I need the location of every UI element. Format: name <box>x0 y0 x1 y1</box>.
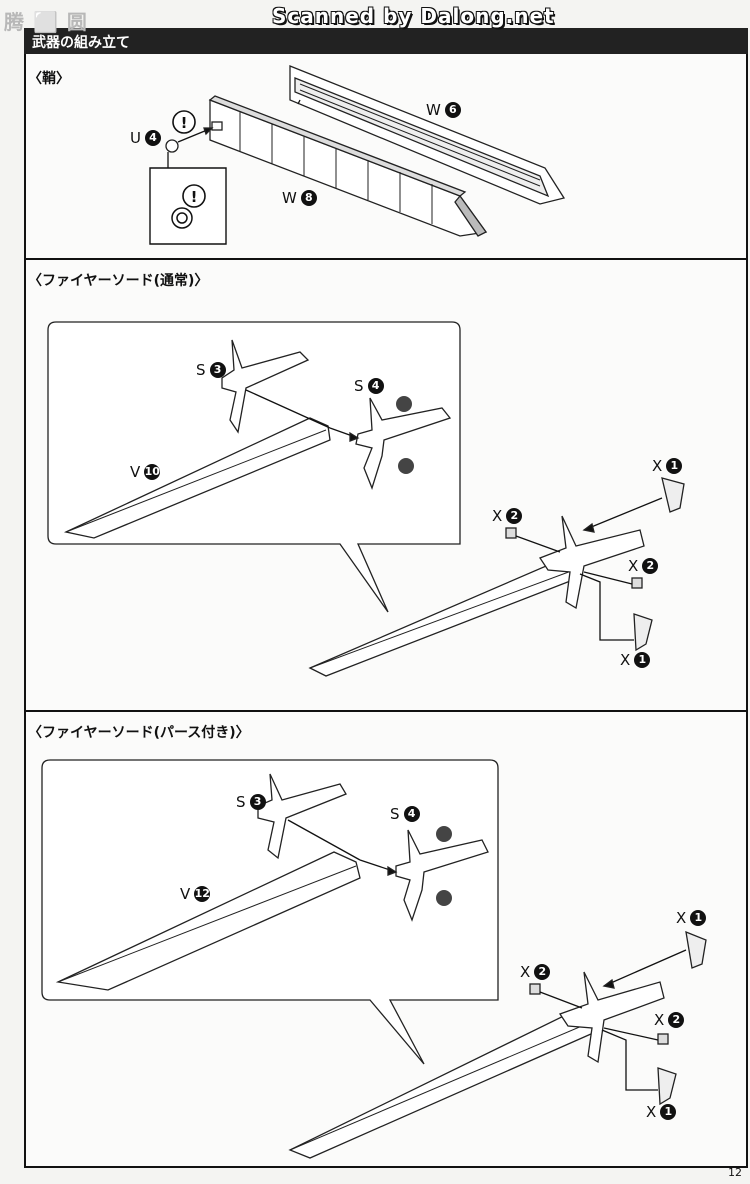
part-number-badge: 6 <box>444 102 461 118</box>
part-label-x2-right: X 2 <box>628 557 659 575</box>
sheath-illustration: ! ! <box>149 65 566 245</box>
part-letter: X <box>492 507 503 525</box>
part-number-badge: 1 <box>690 910 707 926</box>
part-number-badge: 1 <box>660 1104 677 1120</box>
svg-text:!: ! <box>191 188 198 206</box>
part-number-badge: 2 <box>668 1012 685 1028</box>
part-label-x2-left: X 2 <box>520 963 551 981</box>
part-letter: S <box>236 793 246 811</box>
sword-perse-illustration <box>41 759 707 1159</box>
part-letter: W <box>282 189 297 207</box>
part-letter: X <box>654 1011 665 1029</box>
part-letter: V <box>180 885 191 903</box>
part-label-x1-bottom: X 1 <box>620 651 651 669</box>
part-letter: X <box>652 457 663 475</box>
svg-text:!: ! <box>181 114 188 132</box>
part-letter: X <box>620 651 631 669</box>
part-label-x1-top: X 1 <box>652 457 683 475</box>
part-label-v10: V 10 <box>130 463 161 481</box>
page-number: 12 <box>728 1166 742 1179</box>
part-label-x1-bottom: X 1 <box>646 1103 677 1121</box>
part-label-u4: U 4 <box>130 130 161 146</box>
part-letter: X <box>520 963 531 981</box>
part-label-s3: S 3 <box>236 794 266 810</box>
part-number-badge: 12 <box>194 886 211 902</box>
part-label-x2-right: X 2 <box>654 1011 685 1029</box>
part-label-w8: W 8 <box>282 190 317 206</box>
part-letter: S <box>390 805 400 823</box>
part-label-x1-top: X 1 <box>676 909 707 927</box>
part-number-badge: 10 <box>144 464 161 480</box>
part-label-s3: S 3 <box>196 362 226 378</box>
part-number-badge: 4 <box>403 806 420 822</box>
section-title-sword-normal: 〈ファイヤーソード(通常)〉 <box>28 273 209 289</box>
section-title-sword-perse: 〈ファイヤーソード(パース付き)〉 <box>28 725 250 741</box>
sword-normal-illustration <box>47 321 685 677</box>
part-letter: S <box>196 361 206 379</box>
part-letter: X <box>676 909 687 927</box>
part-letter: W <box>426 101 441 119</box>
part-letter: X <box>646 1103 657 1121</box>
part-number-badge: 2 <box>642 558 659 574</box>
section-title-sheath: 〈鞘〉 <box>28 71 70 87</box>
part-letter: V <box>130 463 141 481</box>
watermark-scanner: Scanned by Dalong.net <box>272 4 555 28</box>
part-label-w6: W 6 <box>426 102 461 118</box>
part-number-badge: 4 <box>367 378 384 394</box>
part-number-badge: 3 <box>209 362 226 378</box>
part-letter: U <box>130 129 141 147</box>
part-letter: X <box>628 557 639 575</box>
part-label-s4: S 4 <box>390 806 420 822</box>
part-number-badge: 1 <box>666 458 683 474</box>
page-title: 武器の組み立て <box>32 35 130 51</box>
watermark-logo: 腾 ⬜ 圆 <box>4 10 88 34</box>
title-bar: 武器の組み立て <box>24 28 748 54</box>
section-divider-1 <box>24 258 748 260</box>
part-label-v12: V 12 <box>180 885 211 903</box>
part-number-badge: 3 <box>249 794 266 810</box>
part-label-s4: S 4 <box>354 378 384 394</box>
part-label-x2-left: X 2 <box>492 507 523 525</box>
part-number-badge: 8 <box>300 190 317 206</box>
part-letter: S <box>354 377 364 395</box>
part-number-badge: 4 <box>144 130 161 146</box>
section-divider-2 <box>24 710 748 712</box>
part-number-badge: 1 <box>634 652 651 668</box>
part-number-badge: 2 <box>534 964 551 980</box>
part-number-badge: 2 <box>506 508 523 524</box>
